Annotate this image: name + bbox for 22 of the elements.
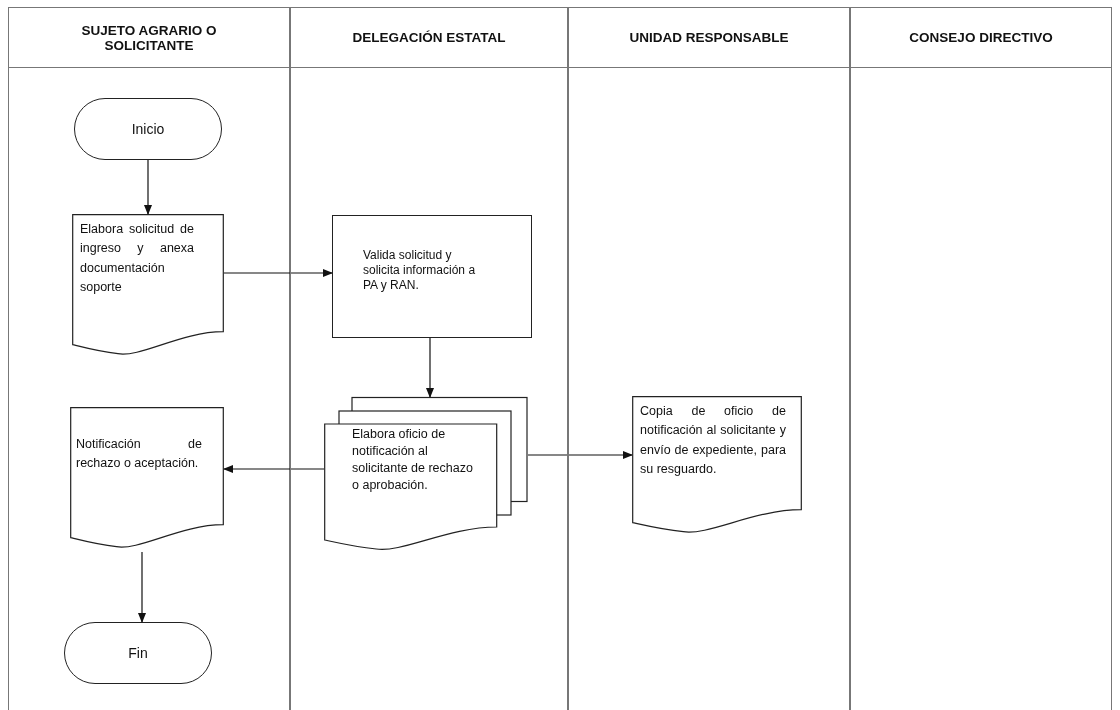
lane-title: CONSEJO DIRECTIVO: [851, 8, 1111, 68]
swimlane: [290, 7, 568, 710]
swimlane: [8, 7, 290, 710]
swimlane: [850, 7, 1112, 710]
step-text: Notificación de rechazo o aceptación.: [76, 436, 202, 473]
step-text: Copia de oficio de notificación al solicitante y envío de expediente, para su resguardo.: [640, 403, 786, 479]
arrow: [223, 269, 333, 277]
arrow: [527, 451, 633, 459]
arrow: [138, 551, 146, 623]
arrow: [144, 159, 152, 215]
terminal-shape: Fin: [64, 622, 212, 684]
multi-document-shape: [324, 397, 528, 553]
step-text: Elabora oficio de notificación al solicitante de rechazo o aprobación.: [352, 426, 474, 494]
arrow: [426, 337, 434, 398]
process-box: Valida solicitud y solicita información a PA y RAN.: [332, 215, 532, 338]
lane-title: UNIDAD RESPONSABLE: [569, 8, 849, 68]
swimlane: [568, 7, 850, 710]
terminal-shape: Inicio: [74, 98, 222, 160]
lane-title: DELEGACIÓN ESTATAL: [291, 8, 567, 68]
lane-title: SUJETO AGRARIO O SOLICITANTE: [9, 8, 289, 68]
arrow: [223, 465, 325, 473]
step-text: Elabora solicitud de ingreso y anexa documentación soporte: [80, 221, 194, 297]
